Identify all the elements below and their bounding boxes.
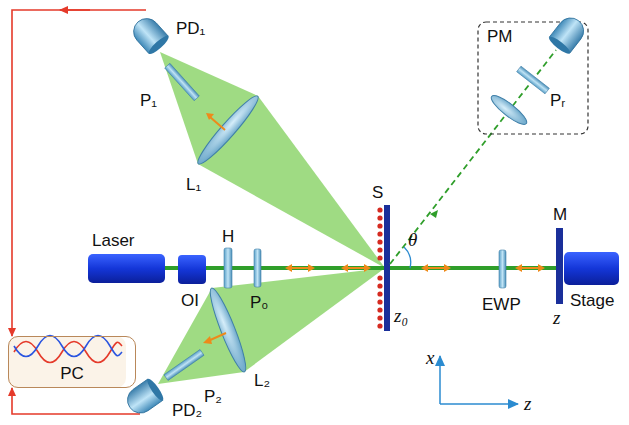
stage-label: Stage <box>570 292 614 309</box>
lens-label: L₁ <box>186 176 201 193</box>
waveplate-label: H <box>222 228 234 245</box>
polarizer-label: P₀ <box>250 294 268 311</box>
polarizer-label: Pᵣ <box>550 92 565 109</box>
power-meter-label: PM <box>487 28 513 45</box>
box-label: PC <box>9 364 135 384</box>
polarizer-label: P₂ <box>204 388 222 405</box>
sample-label: S <box>372 184 383 201</box>
waveplate-label: EWP <box>482 296 521 313</box>
mirror-label: M <box>553 206 567 223</box>
axis-label: x <box>426 348 434 367</box>
polarizer-label: P₁ <box>140 92 157 109</box>
angle-label: θ <box>408 230 417 249</box>
isolator-label: OI <box>181 292 199 309</box>
computer-box: PC <box>8 336 136 388</box>
laser-label: Laser <box>92 232 135 249</box>
axis-label: z <box>524 394 531 413</box>
detector-label: PD₂ <box>172 402 202 419</box>
position-label: z₀ <box>394 306 408 325</box>
position-label: z <box>553 308 560 327</box>
lens-label: L₂ <box>254 372 270 389</box>
detector-label: PD₁ <box>176 20 205 37</box>
